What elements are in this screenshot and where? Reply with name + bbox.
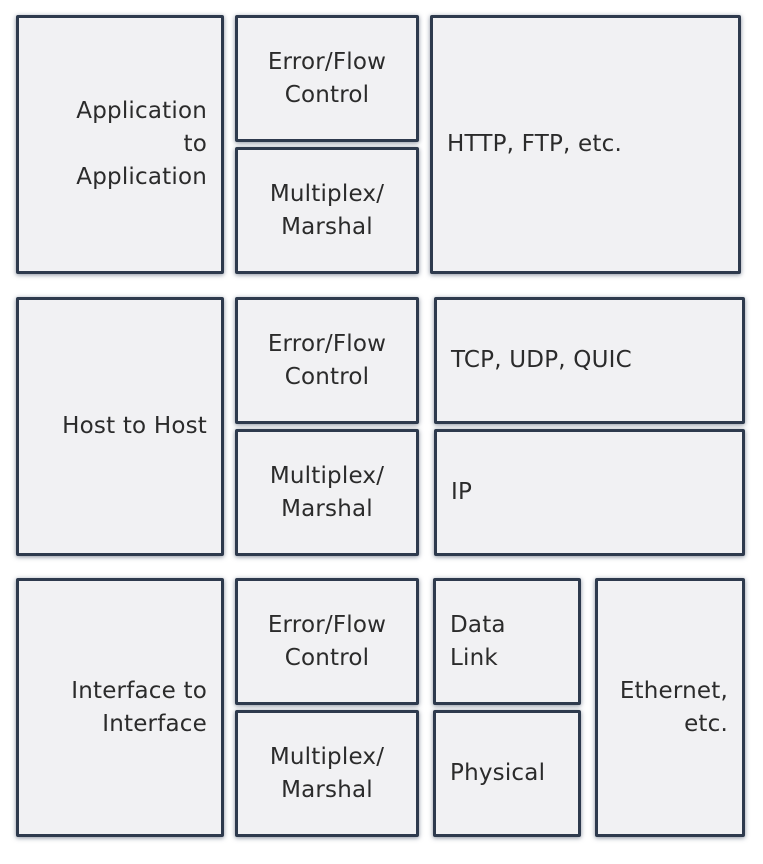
host-transport-protocols-box: TCP, UDP, QUIC	[434, 297, 745, 424]
interface-layer-scope-label: Interface to Interface	[71, 677, 207, 737]
host-network-protocol-label: IP	[451, 479, 473, 505]
interface-error-flow-label: Error/Flow Control	[267, 611, 387, 671]
interface-multiplex-label: Multiplex/ Marshal	[269, 743, 385, 803]
interface-protocols-box: Ethernet, etc.	[595, 578, 745, 837]
host-layer-scope-box: Host to Host	[16, 297, 224, 556]
interface-protocols-label: Ethernet, etc.	[619, 677, 728, 737]
interface-data-link-label: Data Link	[450, 611, 506, 671]
host-network-protocol-box: IP	[434, 429, 745, 556]
application-multiplex-box: Multiplex/ Marshal	[235, 147, 419, 274]
interface-layer-scope-box: Interface to Interface	[16, 578, 224, 837]
application-layer-scope-label: Application to Application	[76, 98, 207, 190]
application-multiplex-label: Multiplex/ Marshal	[269, 180, 385, 240]
interface-physical-box: Physical	[433, 710, 581, 837]
host-layer-scope-label: Host to Host	[62, 413, 207, 439]
host-transport-protocols-label: TCP, UDP, QUIC	[451, 347, 632, 373]
application-layer-scope-box: Application to Application	[16, 15, 224, 274]
application-error-flow-label: Error/Flow Control	[267, 48, 387, 108]
interface-multiplex-box: Multiplex/ Marshal	[235, 710, 419, 837]
interface-error-flow-box: Error/Flow Control	[235, 578, 419, 705]
host-multiplex-label: Multiplex/ Marshal	[269, 462, 385, 522]
application-error-flow-box: Error/Flow Control	[235, 15, 419, 142]
application-protocols-box: HTTP, FTP, etc.	[430, 15, 741, 274]
application-protocols-label: HTTP, FTP, etc.	[447, 131, 622, 157]
interface-physical-label: Physical	[450, 760, 546, 786]
host-multiplex-box: Multiplex/ Marshal	[235, 429, 419, 556]
host-error-flow-label: Error/Flow Control	[267, 330, 387, 390]
host-error-flow-box: Error/Flow Control	[235, 297, 419, 424]
interface-data-link-box: Data Link	[433, 578, 581, 705]
